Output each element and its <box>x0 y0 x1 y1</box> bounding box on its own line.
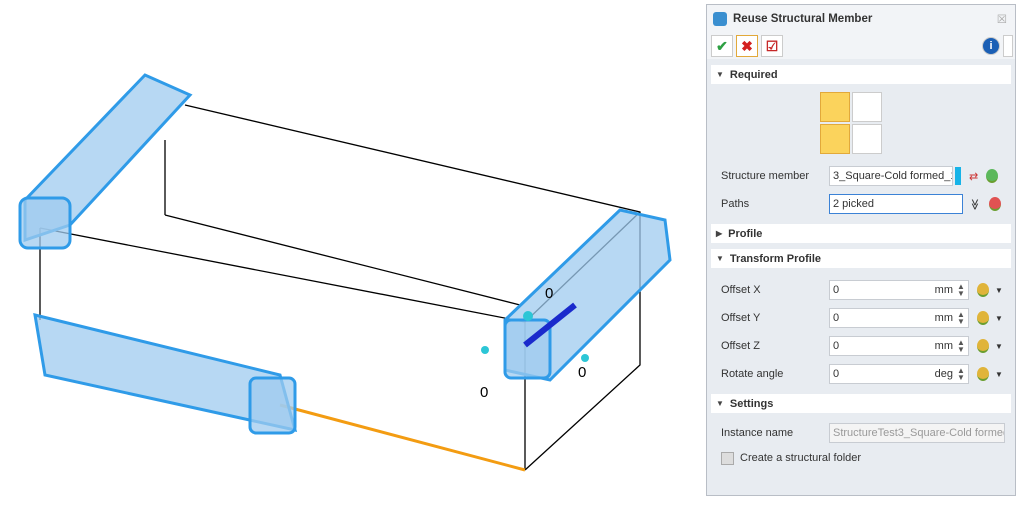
member-top-left-end <box>18 196 72 250</box>
value: 0 <box>833 312 840 324</box>
color-swatch[interactable] <box>955 167 961 185</box>
cancel-button[interactable]: ✖ <box>736 35 758 57</box>
paths-field[interactable]: 2 picked <box>829 194 963 214</box>
rotate-angle-input[interactable]: 0 deg ▲▼ <box>829 364 969 384</box>
unit: mm <box>934 312 953 324</box>
rotate-angle-label: Rotate angle <box>721 368 784 380</box>
spinner[interactable]: ▲▼ <box>957 282 965 298</box>
instance-name-row: Instance name StructureTest3_Square-Cold… <box>711 419 1011 447</box>
structural-folder-row: Create a structural folder <box>711 447 1011 469</box>
profile-mode-icon-button[interactable] <box>820 92 850 122</box>
instance-name-label: Instance name <box>721 427 794 439</box>
model-scene: 0 0 0 <box>18 73 672 472</box>
dropdown-icon[interactable]: ▼ <box>995 341 1003 351</box>
offset-x-input[interactable]: 0 mm ▲▼ <box>829 280 969 300</box>
unit: mm <box>934 340 953 352</box>
member-bottom-left-end <box>248 376 297 435</box>
instance-name-field[interactable]: StructureTest3_Square-Cold formed <box>829 423 1005 443</box>
pick-icon[interactable] <box>988 197 1001 211</box>
spinner[interactable]: ▲▼ <box>957 310 965 326</box>
offset-label: 0 <box>545 285 553 302</box>
value: 0 <box>833 284 840 296</box>
offset-x-row: Offset X 0 mm ▲▼ ▼ <box>711 276 1011 304</box>
value: 0 <box>833 340 840 352</box>
handle-icon <box>523 311 533 321</box>
offset-z-label: Offset Z <box>721 340 760 352</box>
transform-body: Offset X 0 mm ▲▼ ▼ Offset Y 0 mm ▲▼ ▼ Offset… <box>711 268 1011 392</box>
offset-y-row: Offset Y 0 mm ▲▼ ▼ <box>711 304 1011 332</box>
spinner[interactable]: ▲▼ <box>957 338 965 354</box>
unit: mm <box>934 284 953 296</box>
toolbar: ✔ ✖ ☑ i <box>707 33 1015 59</box>
panel-title-bar: Reuse Structural Member ☒ <box>707 5 1015 33</box>
value: 0 <box>833 368 840 380</box>
section-profile[interactable]: ▶Profile <box>711 224 1011 243</box>
section-required[interactable]: ▼Required <box>711 65 1011 84</box>
reference-icon[interactable] <box>977 339 989 353</box>
collapse-icon: ▼ <box>716 70 724 79</box>
expand-icon: ▶ <box>716 229 723 238</box>
reference-icon[interactable] <box>977 283 989 297</box>
direction-arrow <box>523 302 577 348</box>
unit: deg <box>934 368 953 380</box>
offset-x-label: Offset X <box>721 284 761 296</box>
structural-members <box>18 73 672 435</box>
collapse-icon: ▼ <box>716 399 724 408</box>
expand-icon[interactable]: ≫ <box>968 198 981 210</box>
dropdown-icon[interactable]: ▼ <box>995 369 1003 379</box>
structure-member-field[interactable]: 3_Square-Cold formed_1 <box>829 166 953 186</box>
structural-folder-checkbox[interactable] <box>721 451 734 465</box>
line-path-icon-button[interactable] <box>852 124 882 154</box>
structure-member-row: Structure member 3_Square-Cold formed_1 … <box>711 162 1011 190</box>
dropdown-icon[interactable]: ▼ <box>995 313 1003 323</box>
pick-icon[interactable] <box>986 169 999 183</box>
offset-label: 0 <box>480 384 488 401</box>
offset-y-input[interactable]: 0 mm ▲▼ <box>829 308 969 328</box>
selected-path <box>279 403 526 472</box>
paths-label: Paths <box>721 198 750 210</box>
handle-icon <box>481 346 489 354</box>
curve-path-icon-button[interactable] <box>820 124 850 154</box>
section-settings[interactable]: ▼Settings <box>711 394 1011 413</box>
structural-folder-label: Create a structural folder <box>740 452 862 464</box>
structure-icon <box>713 12 727 26</box>
3d-viewport[interactable]: 0 0 0 <box>0 0 700 502</box>
handle-icon <box>581 354 589 362</box>
required-body: Structure member 3_Square-Cold formed_1 … <box>711 84 1011 222</box>
section-transform-profile[interactable]: ▼Transform Profile <box>711 249 1011 268</box>
info-button[interactable]: i <box>982 37 1000 55</box>
offset-y-label: Offset Y <box>721 312 761 324</box>
paths-row: Paths 2 picked ≫ <box>711 190 1011 218</box>
reference-icon[interactable] <box>977 311 989 325</box>
reuse-structural-member-panel: Reuse Structural Member ☒ ✔ ✖ ☑ i ▼Requi… <box>706 4 1016 496</box>
ok-button[interactable]: ✔ <box>711 35 733 57</box>
close-icon[interactable]: ☒ <box>996 14 1007 26</box>
profile-mode-alt-icon-button[interactable] <box>852 92 882 122</box>
rotate-angle-row: Rotate angle 0 deg ▲▼ ▼ <box>711 360 1011 388</box>
apply-button[interactable]: ☑ <box>761 35 783 57</box>
spinner[interactable]: ▲▼ <box>957 366 965 382</box>
offset-label: 0 <box>578 364 586 381</box>
swap-icon[interactable]: ⇄ <box>969 170 979 183</box>
dropdown-icon[interactable]: ▼ <box>995 285 1003 295</box>
collapse-icon: ▼ <box>716 254 724 263</box>
panel-title: Reuse Structural Member <box>733 13 873 25</box>
offset-z-input[interactable]: 0 mm ▲▼ <box>829 336 969 356</box>
help-icon[interactable] <box>1003 35 1013 57</box>
settings-body: Instance name StructureTest3_Square-Cold… <box>711 413 1011 473</box>
structure-member-label: Structure member <box>721 170 810 182</box>
reference-icon[interactable] <box>977 367 989 381</box>
offset-z-row: Offset Z 0 mm ▲▼ ▼ <box>711 332 1011 360</box>
